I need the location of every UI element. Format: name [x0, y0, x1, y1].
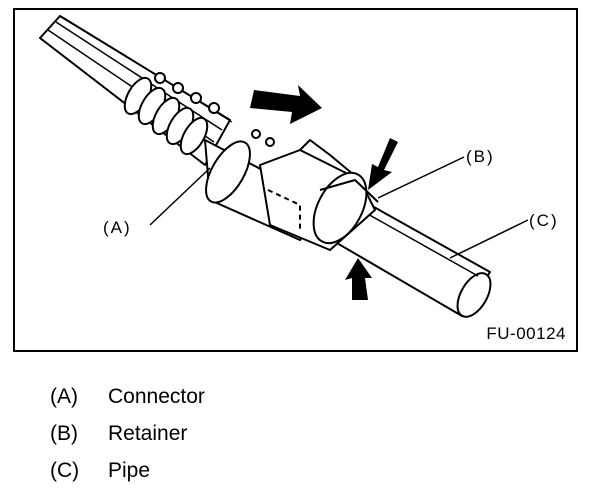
legend-item-pipe: (C) Pipe — [50, 452, 205, 489]
callout-a: (A) — [103, 218, 132, 237]
legend: (A) Connector (B) Retainer (C) Pipe — [50, 378, 205, 489]
legend-label: Retainer — [108, 421, 188, 445]
connector-diagram: (A) (B) (C) — [39, 15, 559, 318]
ribbed-section — [123, 76, 209, 156]
figure-code: FU-00124 — [486, 324, 566, 343]
bead-row — [154, 72, 275, 147]
legend-item-connector: (A) Connector — [50, 378, 205, 415]
squeeze-arrow-top — [368, 138, 398, 190]
legend-key: (A) — [50, 384, 78, 408]
legend-key: (B) — [50, 421, 78, 445]
retainer-ring — [312, 171, 368, 245]
push-arrow — [250, 85, 322, 124]
squeeze-arrow-bottom — [345, 258, 372, 300]
pipe-end — [456, 272, 492, 318]
legend-label: Pipe — [108, 458, 151, 482]
legend-item-retainer: (B) Retainer — [50, 415, 205, 452]
leader-line-a — [149, 167, 211, 226]
leader-line-b — [377, 156, 465, 199]
diagram-frame: FU-00124 — [13, 8, 578, 352]
connector-collar — [205, 140, 251, 204]
legend-label: Connector — [108, 384, 205, 408]
callout-b: (B) — [466, 147, 495, 166]
legend-key: (C) — [50, 458, 80, 482]
callout-c: (C) — [529, 211, 559, 230]
leader-line-c — [449, 219, 529, 259]
